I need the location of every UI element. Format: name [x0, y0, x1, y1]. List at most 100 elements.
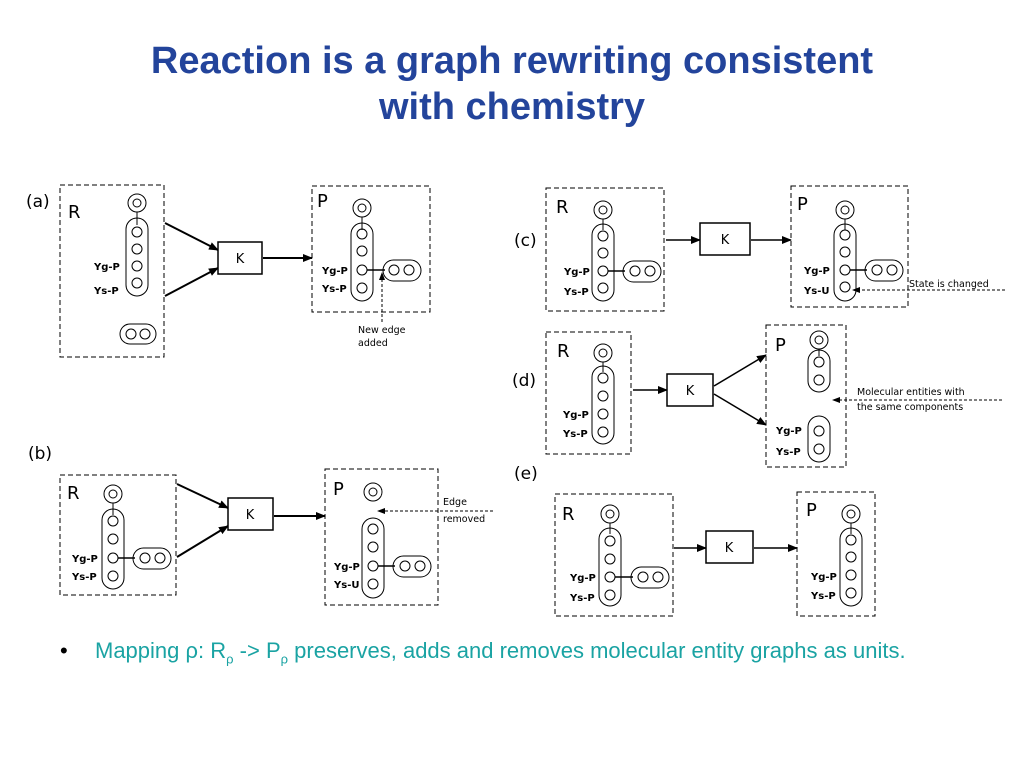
site	[839, 264, 851, 276]
site	[367, 523, 379, 535]
site	[125, 328, 137, 340]
kernel-box	[227, 497, 274, 531]
molecule-body	[101, 508, 125, 590]
molecule-body	[807, 349, 831, 393]
site-label-ys: Ys-P	[93, 286, 119, 297]
reactant-box	[545, 187, 665, 312]
note-new-edge: New edge	[358, 325, 406, 336]
partner-molecule	[630, 566, 670, 589]
site	[131, 243, 143, 255]
partner-molecule	[392, 555, 432, 578]
site	[403, 264, 415, 276]
site	[637, 571, 649, 583]
bullet-subscript: ρ	[226, 651, 234, 667]
arrow	[164, 267, 219, 297]
site	[597, 265, 609, 277]
product-box	[796, 491, 876, 617]
molecule-body	[598, 527, 622, 607]
site	[886, 264, 898, 276]
molecule-body	[361, 517, 385, 599]
site	[367, 560, 379, 572]
product-label: P	[317, 191, 328, 212]
site	[813, 374, 825, 386]
reactant-label: R	[562, 504, 575, 525]
bullet-middle: -> P	[233, 638, 281, 663]
site-label-ys: Ys-P	[562, 429, 588, 440]
site-label-yg: Yg-P	[321, 266, 348, 277]
site	[356, 264, 368, 276]
site-label-ys: Ys-U	[333, 580, 359, 591]
site	[644, 265, 656, 277]
site	[652, 571, 664, 583]
site-label-yg: Yg-P	[563, 267, 590, 278]
site	[604, 571, 616, 583]
molecule-body	[591, 365, 615, 445]
product-box	[790, 185, 909, 308]
site	[356, 245, 368, 257]
site	[368, 487, 378, 497]
panel-a-label: (a)	[26, 192, 50, 212]
arrow	[713, 354, 767, 387]
site	[839, 229, 851, 241]
panel-e: (e) R Yg-P Ys-P K P Yg-P Ys-P	[514, 464, 876, 617]
bullet-text: Mapping ρ: Rρ -> Pρ preserves, adds and …	[95, 636, 935, 674]
site	[131, 226, 143, 238]
site	[845, 534, 857, 546]
molecule-head	[352, 198, 372, 218]
site	[108, 489, 118, 499]
site	[846, 509, 856, 519]
site	[131, 260, 143, 272]
panel-d: (d) R Yg-P Ys-P K P Yg-P Ys-P Molecular …	[512, 324, 1002, 468]
product-label: P	[806, 500, 817, 521]
site	[414, 560, 426, 572]
site	[604, 553, 616, 565]
panel-c: (c) R Yg-P Ys-P K P Yg-P Ys-U	[514, 185, 1005, 312]
panel-d-label: (d)	[512, 371, 536, 391]
site	[356, 228, 368, 240]
reactant-label: R	[67, 483, 80, 504]
site	[604, 535, 616, 547]
site	[871, 264, 883, 276]
site	[132, 198, 142, 208]
site	[597, 426, 609, 438]
site	[597, 282, 609, 294]
panel-b: (b) R Yg-P Ys-P K P Yg-P Ys-U	[28, 444, 493, 606]
site	[139, 552, 151, 564]
site	[597, 408, 609, 420]
molecule-body	[833, 223, 857, 302]
site	[357, 203, 367, 213]
site	[813, 425, 825, 437]
note-edge-removed: removed	[443, 514, 485, 525]
molecule-head	[593, 343, 613, 363]
site	[107, 533, 119, 545]
site	[813, 443, 825, 455]
site	[154, 552, 166, 564]
site	[629, 265, 641, 277]
molecule-head	[600, 504, 620, 524]
reactant-label: R	[68, 202, 81, 223]
note-molecular: Molecular entities with	[857, 387, 965, 398]
title-line-2: with chemistry	[378, 86, 646, 128]
site	[839, 246, 851, 258]
site	[597, 247, 609, 259]
site	[597, 230, 609, 242]
site	[131, 277, 143, 289]
partner-molecule	[622, 260, 662, 283]
site	[598, 348, 608, 358]
molecule-head	[809, 330, 829, 350]
partner-molecule	[864, 259, 904, 282]
kernel-box	[666, 373, 714, 407]
site-label-yg: Yg-P	[569, 573, 596, 584]
note-new-edge: added	[358, 338, 388, 349]
molecule-body	[839, 527, 863, 607]
panel-c-label: (c)	[514, 231, 537, 251]
site-label-ys: Ys-P	[71, 572, 97, 583]
site-label-yg: Yg-P	[562, 410, 589, 421]
bullet-prefix: Mapping ρ: R	[95, 638, 227, 663]
product-label: P	[775, 335, 786, 356]
site	[845, 587, 857, 599]
reactant-box	[545, 331, 632, 455]
site	[399, 560, 411, 572]
note-edge-removed: Edge	[443, 497, 467, 508]
molecule-body	[807, 415, 831, 463]
